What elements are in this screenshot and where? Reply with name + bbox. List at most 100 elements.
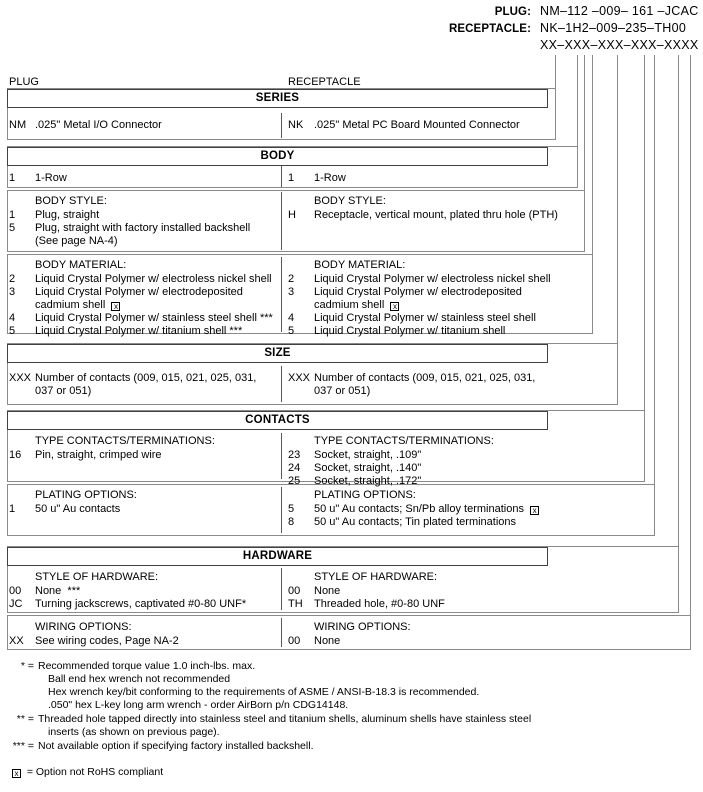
option-text: Socket, straight, .140" <box>314 462 422 474</box>
option-code: 1 <box>9 209 16 221</box>
column-divider-body-row <box>281 166 282 187</box>
option-code: 5 <box>288 503 295 515</box>
option-code: 00 <box>9 585 22 597</box>
footnote-mark: * = <box>20 660 34 672</box>
option-code: XXX <box>9 372 32 384</box>
option-code: 1 <box>9 172 16 184</box>
group-header: TYPE CONTACTS/TERMINATIONS: <box>314 435 494 447</box>
rohs-x-icon: x <box>111 302 121 311</box>
option-code: 24 <box>288 462 301 474</box>
option-text: Number of contacts (009, 015, 021, 025, … <box>314 372 536 384</box>
leader-line-body-row <box>577 55 578 165</box>
receptacle-mask-value: NK–1H2–009–235–TH00 <box>540 21 687 35</box>
option-text: (See page NA-4) <box>35 235 118 247</box>
option-text: Liquid Crystal Polymer w/ stainless stee… <box>35 312 273 324</box>
part-number-row-generic: XX–XXX–XXX–XXX–XXXX <box>0 38 703 55</box>
option-text: Liquid Crystal Polymer w/ electroless ni… <box>314 273 551 285</box>
option-code: 5 <box>9 222 16 234</box>
part-number-mask: PLUG: NM–112 –009– 161 –JCAC RECEPTACLE:… <box>0 4 703 55</box>
option-code: 23 <box>288 449 301 461</box>
rohs-x-icon: x <box>12 769 21 778</box>
leader-line-hardware-style <box>678 55 679 559</box>
leader-line-contacts-plating <box>654 55 655 508</box>
option-text: cadmium shell <box>314 299 385 311</box>
option-text: 1-Row <box>314 172 346 184</box>
option-code: 4 <box>288 312 295 324</box>
section-title-series: SERIES <box>7 89 548 108</box>
option-text-with-rohs: cadmium shell x <box>35 299 121 312</box>
group-header: TYPE CONTACTS/TERMINATIONS: <box>35 435 215 447</box>
option-code: 1 <box>288 172 295 184</box>
option-text: Pin, straight, crimped wire <box>35 449 162 461</box>
column-divider-hardware-style <box>281 568 282 610</box>
option-code: 00 <box>288 635 301 647</box>
option-text: .025" Metal I/O Connector <box>35 119 162 131</box>
option-text: Liquid Crystal Polymer w/ titanium shell <box>314 325 506 337</box>
option-text: 50 u" Au contacts; Tin plated terminatio… <box>314 516 517 528</box>
option-text: cadmium shell <box>35 299 106 311</box>
footnote-line: Threaded hole tapped directly into stain… <box>38 713 532 725</box>
option-text: Plug, straight <box>35 209 100 221</box>
option-text: 037 or 051) <box>35 385 92 397</box>
option-text: Number of contacts (009, 015, 021, 025, … <box>35 372 257 384</box>
column-divider-wiring <box>281 618 282 647</box>
group-header: PLATING OPTIONS: <box>314 489 416 501</box>
option-text-with-rohs: cadmium shell x <box>314 299 400 312</box>
option-code: XXX <box>288 372 311 384</box>
option-text: 50 u" Au contacts; Sn/Pb alloy terminati… <box>314 503 524 515</box>
column-divider-size <box>281 366 282 402</box>
option-code: NM <box>9 119 27 131</box>
option-text: Plug, straight with factory installed ba… <box>35 222 251 234</box>
column-divider-series <box>281 113 282 138</box>
option-code: 00 <box>288 585 301 597</box>
option-text: 1-Row <box>35 172 67 184</box>
column-divider-body-style <box>281 192 282 250</box>
group-header: BODY MATERIAL: <box>314 259 406 271</box>
option-code: 2 <box>9 273 16 285</box>
footnote-line: Hex wrench key/bit conforming to the req… <box>48 686 480 698</box>
option-text: 50 u" Au contacts <box>35 503 121 515</box>
part-number-row-plug: PLUG: NM–112 –009– 161 –JCAC <box>0 4 703 21</box>
section-title-body: BODY <box>7 147 548 166</box>
option-text: Liquid Crystal Polymer w/ stainless stee… <box>314 312 536 324</box>
option-text: Liquid Crystal Polymer w/ electroless ni… <box>35 273 272 285</box>
option-code: 5 <box>9 325 16 337</box>
rohs-x-icon: x <box>390 302 400 311</box>
rohs-legend-text: = Option not RoHS compliant <box>26 766 164 778</box>
option-code: 3 <box>288 286 295 298</box>
group-header: BODY MATERIAL: <box>35 259 127 271</box>
option-code: 2 <box>288 273 295 285</box>
group-header: STYLE OF HARDWARE: <box>35 571 159 583</box>
column-caption-plug: PLUG <box>9 76 39 88</box>
option-text: None <box>314 635 341 647</box>
leader-line-size <box>617 55 618 351</box>
option-code: JC <box>9 598 23 610</box>
option-text: .025" Metal PC Board Mounted Connector <box>314 119 520 131</box>
option-text: Threaded hole, #0-80 UNF <box>314 598 445 610</box>
option-text-with-rohs: 50 u" Au contacts; Sn/Pb alloy terminati… <box>314 503 540 516</box>
option-code: XX <box>9 635 24 647</box>
footnote-line: inserts (as shown on previous page). <box>48 726 220 738</box>
section-title-size: SIZE <box>7 344 548 363</box>
option-text: Socket, straight, .172" <box>314 475 422 487</box>
option-code: 16 <box>9 449 22 461</box>
rohs-legend: x = Option not RoHS compliant <box>12 766 163 779</box>
leader-line-series <box>555 55 556 108</box>
option-text: Liquid Crystal Polymer w/ titanium shell… <box>35 325 243 337</box>
option-text: Turning jackscrews, captivated #0-80 UNF… <box>35 598 247 610</box>
option-text: See wiring codes, Page NA-2 <box>35 635 179 647</box>
section-title-contacts: CONTACTS <box>7 411 548 430</box>
option-code: 5 <box>288 325 295 337</box>
footnote-mark: *** = <box>12 740 34 752</box>
group-header: PLATING OPTIONS: <box>35 489 137 501</box>
option-code: 3 <box>9 286 16 298</box>
column-divider-body-material <box>281 257 282 332</box>
group-header: WIRING OPTIONS: <box>314 621 411 633</box>
leader-line-body-style <box>584 55 585 195</box>
option-code: 25 <box>288 475 301 487</box>
footnote-line: Ball end hex wrench not recommended <box>48 673 231 685</box>
option-text: Receptacle, vertical mount, plated thru … <box>314 209 558 221</box>
column-divider-contacts-plating <box>281 487 282 533</box>
option-text: None <box>314 585 341 597</box>
footnote-line: .050" hex L-key long arm wrench - order … <box>48 699 349 711</box>
